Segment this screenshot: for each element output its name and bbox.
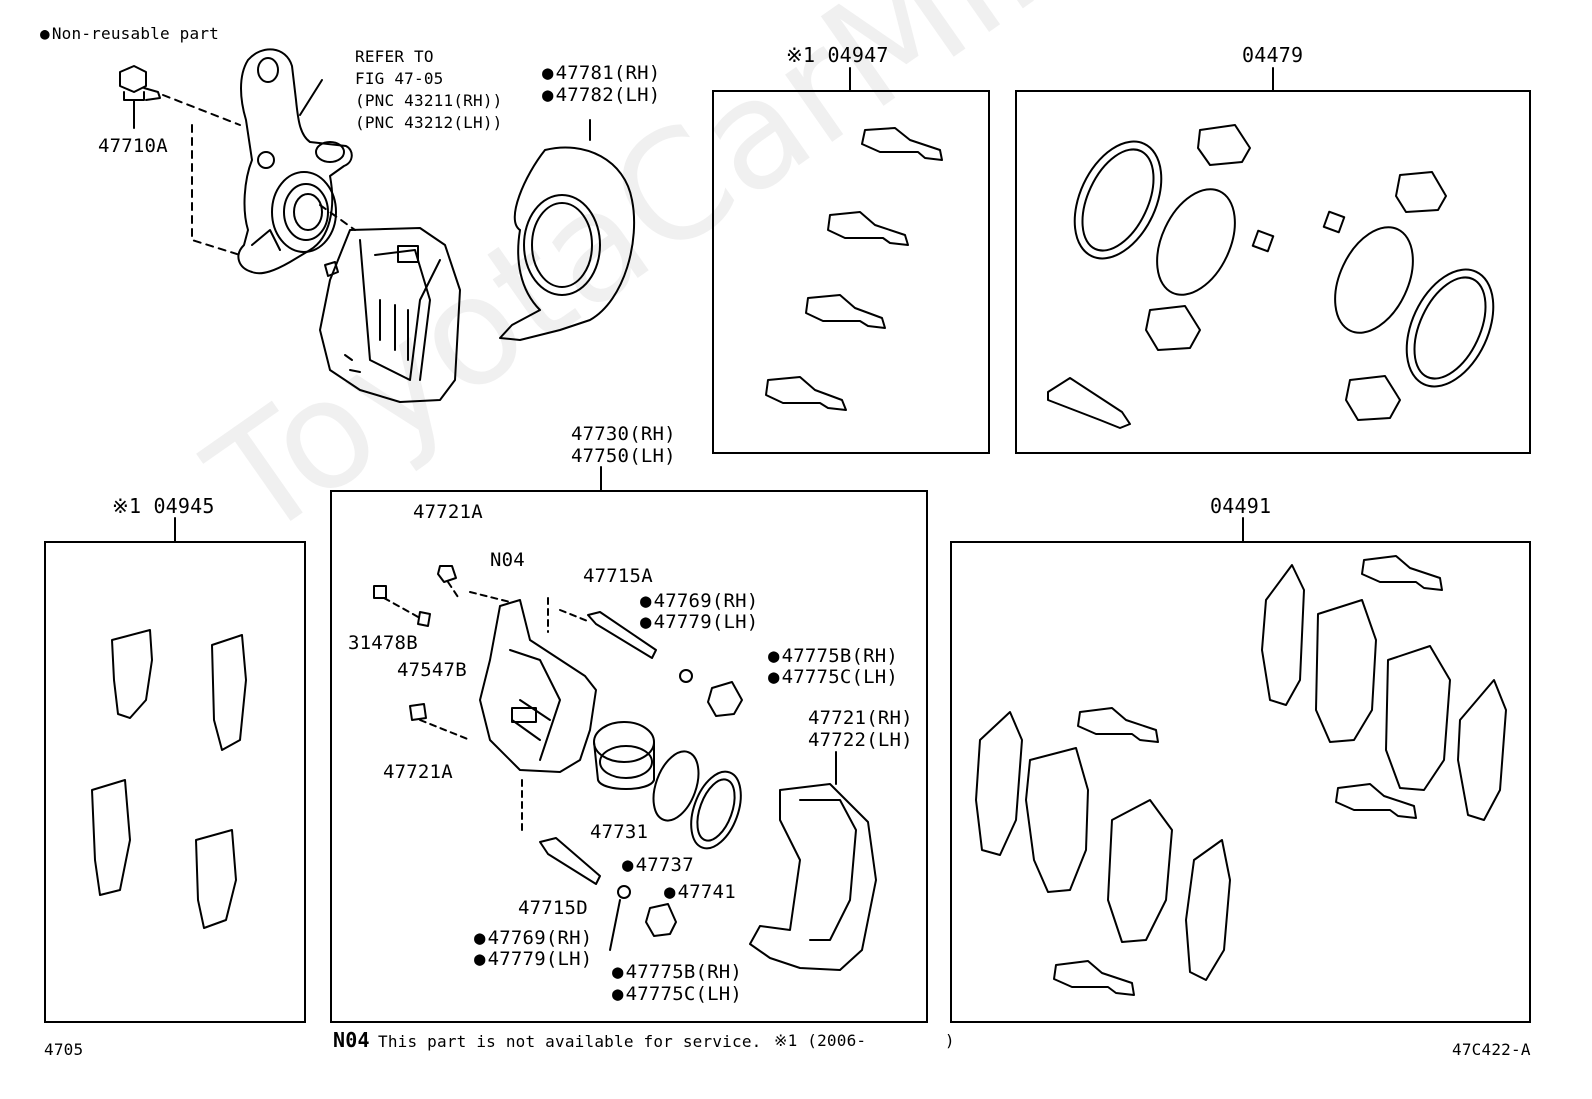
part-47715d[interactable]: 47715D bbox=[518, 897, 588, 919]
part-47737[interactable]: 47737 bbox=[622, 855, 694, 876]
kit-04479-seals bbox=[1047, 124, 1495, 429]
part-47775c-bottom[interactable]: 47775C(LH) bbox=[612, 984, 742, 1005]
footer-n04-code: N04 bbox=[333, 1028, 370, 1052]
dust-shield-drawing bbox=[499, 119, 636, 341]
kit-leader-lines bbox=[174, 67, 1274, 542]
kit-box-04947 bbox=[712, 90, 990, 454]
part-47779-bottom[interactable]: 47779(LH) bbox=[474, 949, 593, 970]
knuckle-note-line4: (PNC 43212(LH)) bbox=[355, 113, 503, 132]
part-47775c-top[interactable]: 47775C(LH) bbox=[768, 667, 898, 688]
part-47775b-bottom[interactable]: 47775B(RH) bbox=[612, 962, 742, 983]
caliper-assembly-drawing bbox=[319, 227, 461, 403]
part-47721a-top[interactable]: 47721A bbox=[413, 501, 483, 523]
part-47710a[interactable]: 47710A bbox=[98, 135, 168, 157]
part-47779-top[interactable]: 47779(LH) bbox=[640, 612, 759, 633]
kit-title-04491[interactable]: 04491 bbox=[1210, 494, 1272, 518]
page-code: 4705 bbox=[44, 1040, 84, 1059]
kit-box-04491 bbox=[950, 541, 1531, 1023]
kit-04947-clips bbox=[765, 127, 943, 411]
legend-non-reusable: Non-reusable part bbox=[40, 24, 219, 43]
part-47547b[interactable]: 47547B bbox=[397, 659, 467, 681]
caliper-box-47730 bbox=[330, 490, 928, 1023]
part-47750[interactable]: 47750(LH) bbox=[571, 445, 676, 467]
footer-n04-note: This part is not available for service. bbox=[378, 1032, 762, 1051]
part-47721a-bottom[interactable]: 47721A bbox=[383, 761, 453, 783]
part-47741[interactable]: 47741 bbox=[664, 882, 736, 903]
part-47782[interactable]: 47782(LH) bbox=[542, 85, 661, 106]
kit-title-04479[interactable]: 04479 bbox=[1242, 43, 1304, 67]
bolt-47710a-drawing bbox=[119, 65, 356, 256]
knuckle-note-line3: (PNC 43211(RH)) bbox=[355, 91, 503, 110]
part-47781[interactable]: 47781(RH) bbox=[542, 63, 661, 84]
kit-title-04945[interactable]: ※1 04945 bbox=[112, 494, 215, 518]
kit-title-04947[interactable]: ※1 04947 bbox=[786, 43, 889, 67]
part-47731[interactable]: 47731 bbox=[590, 821, 649, 843]
knuckle-note-line2: FIG 47-05 bbox=[355, 69, 444, 88]
part-47722[interactable]: 47722(LH) bbox=[808, 729, 913, 751]
part-47730[interactable]: 47730(RH) bbox=[571, 423, 676, 445]
part-n04[interactable]: N04 bbox=[490, 549, 525, 571]
knuckle-note-line1: REFER TO bbox=[355, 47, 434, 66]
figure-id: 47C422-A bbox=[1452, 1040, 1531, 1059]
steering-knuckle-drawing bbox=[237, 48, 353, 275]
part-47721[interactable]: 47721(RH) bbox=[808, 707, 913, 729]
kit-04945-shims bbox=[91, 629, 247, 929]
part-47769-bottom[interactable]: 47769(RH) bbox=[474, 928, 593, 949]
part-47775b-top[interactable]: 47775B(RH) bbox=[768, 646, 898, 667]
footer-year-note: ※1 (2006- ) bbox=[774, 1031, 955, 1050]
caliper-exploded-drawing bbox=[373, 565, 877, 971]
kit-04491-pads bbox=[975, 555, 1507, 996]
part-47769-top[interactable]: 47769(RH) bbox=[640, 591, 759, 612]
part-47715a[interactable]: 47715A bbox=[583, 565, 653, 587]
part-31478b[interactable]: 31478B bbox=[348, 632, 418, 654]
